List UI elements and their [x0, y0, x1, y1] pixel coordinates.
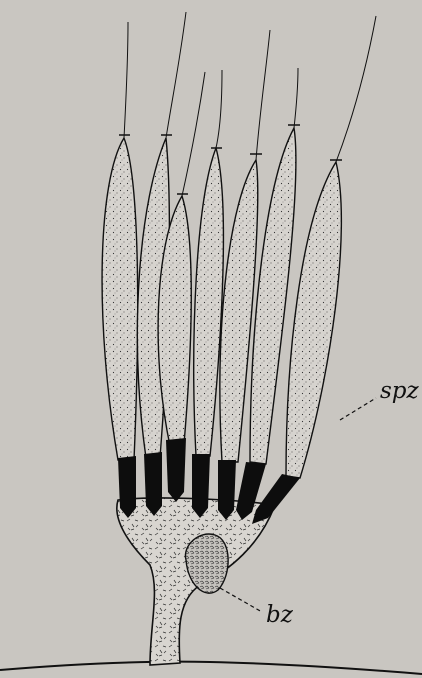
bz-leader-line [220, 588, 262, 612]
spermatozoa-group [102, 12, 376, 524]
spz-leader-line [340, 398, 376, 420]
spz-label: spz [380, 378, 420, 404]
substrate-line [0, 662, 422, 674]
bz-label: bz [266, 602, 294, 628]
